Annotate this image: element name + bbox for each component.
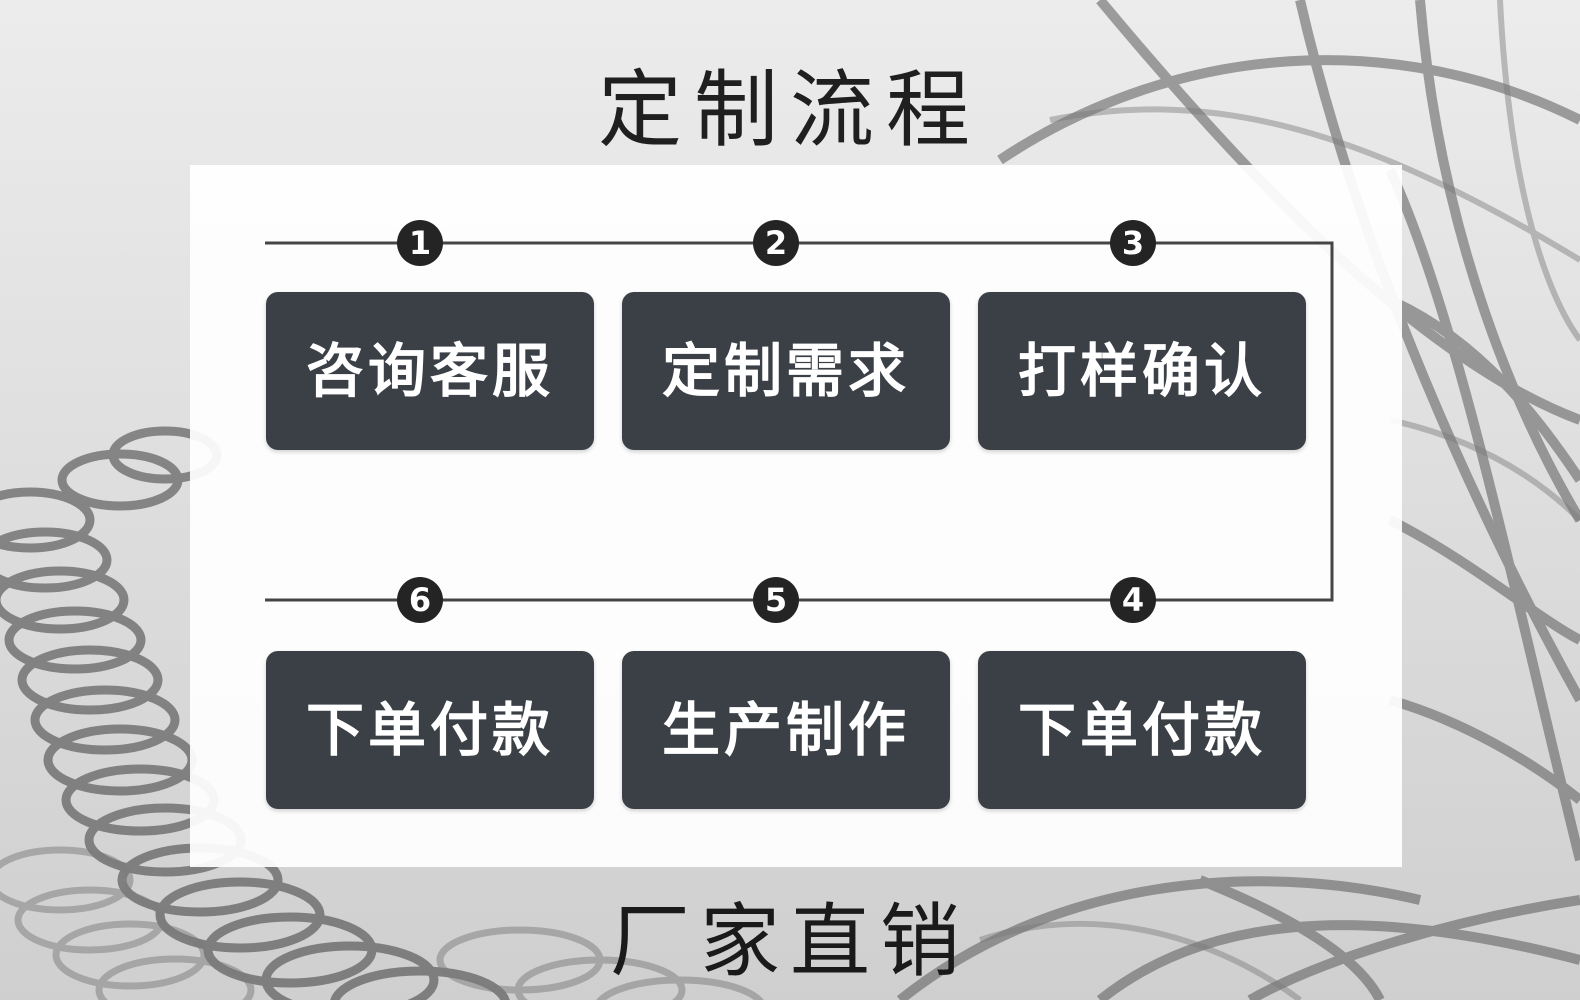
step-5-badge: 5 (753, 577, 799, 623)
footer-slogan: 厂家直销 (610, 895, 970, 988)
step-1-badge: 1 (397, 220, 443, 266)
step-3-badge: 3 (1110, 220, 1156, 266)
step-2-box: 定制需求 (622, 292, 950, 450)
step-4-box: 下单付款 (978, 651, 1306, 809)
step-6-box: 下单付款 (266, 651, 594, 809)
step-5-box: 生产制作 (622, 651, 950, 809)
step-6-badge: 6 (397, 577, 443, 623)
page-title: 定制流程 (597, 61, 982, 159)
step-2-badge: 2 (753, 220, 799, 266)
step-3-box: 打样确认 (978, 292, 1306, 450)
step-4-badge: 4 (1110, 577, 1156, 623)
step-1-box: 咨询客服 (266, 292, 594, 450)
